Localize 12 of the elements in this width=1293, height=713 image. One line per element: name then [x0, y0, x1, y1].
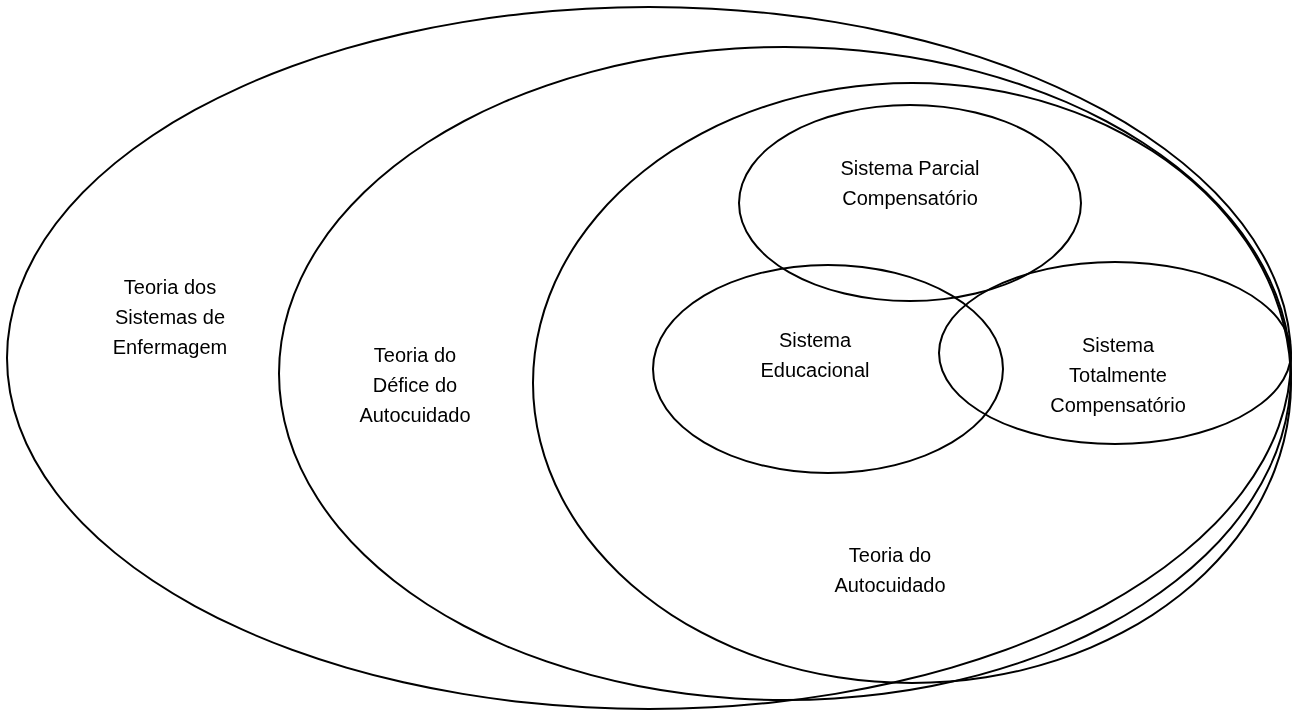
ellipse	[532, 82, 1292, 684]
ellipse	[6, 6, 1292, 710]
ellipse-label: Teoria do Défice do Autocuidado	[358, 343, 472, 428]
ellipse	[652, 264, 1004, 474]
ellipse-label: Sistema Educacional	[759, 328, 871, 383]
ellipse	[938, 261, 1292, 445]
ellipse-label: Sistema Totalmente Compensatório	[1049, 333, 1187, 418]
ellipse-label: Teoria do Autocuidado	[833, 543, 947, 598]
ellipse-label: Teoria dos Sistemas de Enfermagem	[111, 275, 229, 360]
ellipse-label: Sistema Parcial Compensatório	[839, 156, 981, 211]
ellipse	[278, 46, 1292, 701]
ellipse	[738, 104, 1082, 302]
